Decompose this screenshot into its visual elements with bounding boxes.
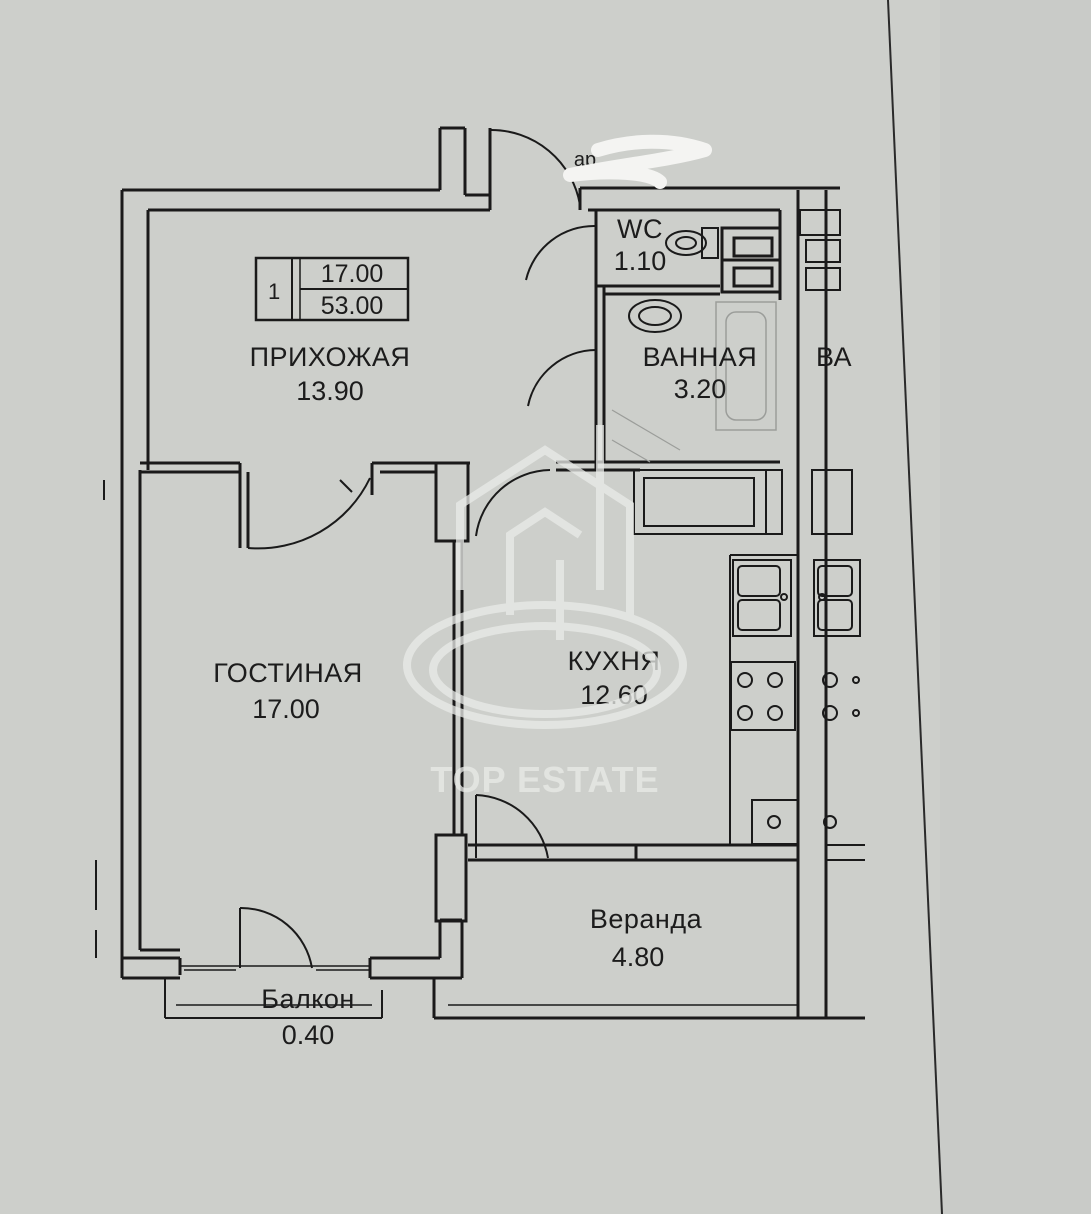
- veranda-area: 4.80: [612, 942, 665, 972]
- watermark-text: TOP ESTATE: [430, 759, 659, 800]
- hallway-name: ПРИХОЖАЯ: [250, 342, 411, 372]
- wc-door: [525, 224, 597, 286]
- room-labels: ПРИХОЖАЯ 13.90 WC 1.10 ВАННАЯ 3.20 ГОСТИ…: [213, 149, 852, 1050]
- wc-name: WC: [617, 214, 663, 244]
- redaction-scribble: [563, 134, 712, 189]
- neighbor-fixtures: [799, 209, 865, 861]
- neighbor-bath-fragment: ВА: [816, 342, 852, 372]
- bathroom-door: [527, 349, 597, 407]
- paper-edge: [887, 0, 943, 1214]
- unit-info-box: 1 17.00 53.00: [254, 256, 410, 322]
- wc-area: 1.10: [614, 246, 667, 276]
- balcony-area: 0.40: [282, 1020, 335, 1050]
- kitchen-cabinet: [751, 799, 799, 845]
- bathroom-name: ВАННАЯ: [643, 342, 758, 372]
- fixtures: [611, 209, 865, 861]
- living-room-area: 17.00: [252, 694, 320, 724]
- doors: [239, 128, 597, 969]
- outer-walls: [120, 126, 840, 980]
- bathroom-tiles: [611, 409, 681, 463]
- kitchen-door: [475, 469, 551, 537]
- stove-icon: [730, 661, 796, 731]
- balcony-name: Балкон: [261, 984, 355, 1014]
- bathroom-area: 3.20: [674, 374, 727, 404]
- unit-total-area: 53.00: [321, 292, 384, 320]
- unit-living-area: 17.00: [321, 260, 384, 288]
- paper-sheet: [0, 0, 940, 1214]
- watermark-logo-icon: [403, 425, 687, 729]
- unit-rooms-count: 1: [268, 279, 280, 304]
- living-room-door: [247, 477, 371, 550]
- bathtub-icon: [715, 301, 777, 431]
- entry-door: [489, 128, 581, 206]
- veranda-name: Веранда: [590, 904, 703, 934]
- wash-basin-icon: [628, 299, 682, 333]
- hallway-area: 13.90: [296, 376, 364, 406]
- watermark: TOP ESTATE: [403, 425, 687, 800]
- kitchen-sink-icon: [732, 559, 792, 637]
- toilet-icon: [665, 227, 719, 259]
- veranda-door: [475, 794, 549, 859]
- kitchen-countertop: [633, 469, 783, 535]
- balcony-door: [239, 906, 313, 969]
- living-room-name: ГОСТИНАЯ: [213, 658, 363, 688]
